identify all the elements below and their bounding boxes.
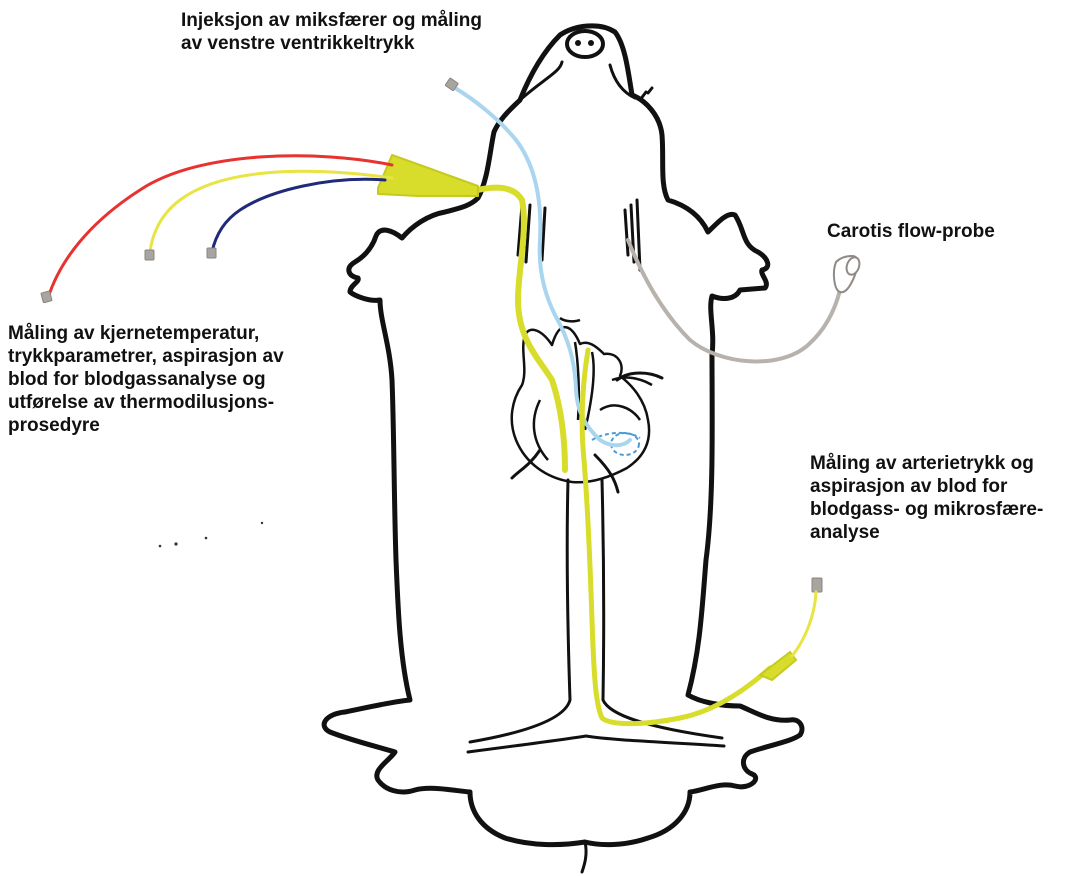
- arterial-lead: [792, 592, 816, 656]
- label-line: Måling av arterietrykk og: [810, 452, 1043, 475]
- label-line: Måling av kjernetemperatur,: [8, 322, 284, 345]
- label-line: Injeksjon av miksfærer og måling: [181, 9, 482, 32]
- label-injection-lv-pressure: Injeksjon av miksfærer og måling av vens…: [181, 9, 482, 55]
- catheter-hub: [378, 155, 478, 196]
- red-lead: [48, 156, 392, 298]
- navy-lead: [212, 179, 385, 252]
- label-line: aspirasjon av blod for: [810, 475, 1043, 498]
- label-carotid-flow-probe: Carotis flow-probe: [827, 220, 995, 243]
- label-line: av venstre ventrikkeltrykk: [181, 32, 482, 55]
- label-line: utførelse av thermodilusjons-: [8, 391, 284, 414]
- label-line: prosedyre: [8, 414, 284, 437]
- label-line: blodgass- og mikrosfære-: [810, 498, 1043, 521]
- stray-marks: [159, 522, 263, 548]
- label-core-temperature: Måling av kjernetemperatur, trykkparamet…: [8, 322, 284, 437]
- rat-nose: [567, 31, 603, 57]
- label-line: Carotis flow-probe: [827, 220, 995, 243]
- label-arterial-pressure: Måling av arterietrykk og aspirasjon av …: [810, 452, 1043, 544]
- yellow-lead: [150, 171, 392, 252]
- label-line: trykkparametrer, aspirasjon av: [8, 345, 284, 368]
- flow-probe-head: [834, 255, 862, 292]
- label-line: blod for blodgassanalyse og: [8, 368, 284, 391]
- label-line: analyse: [810, 521, 1043, 544]
